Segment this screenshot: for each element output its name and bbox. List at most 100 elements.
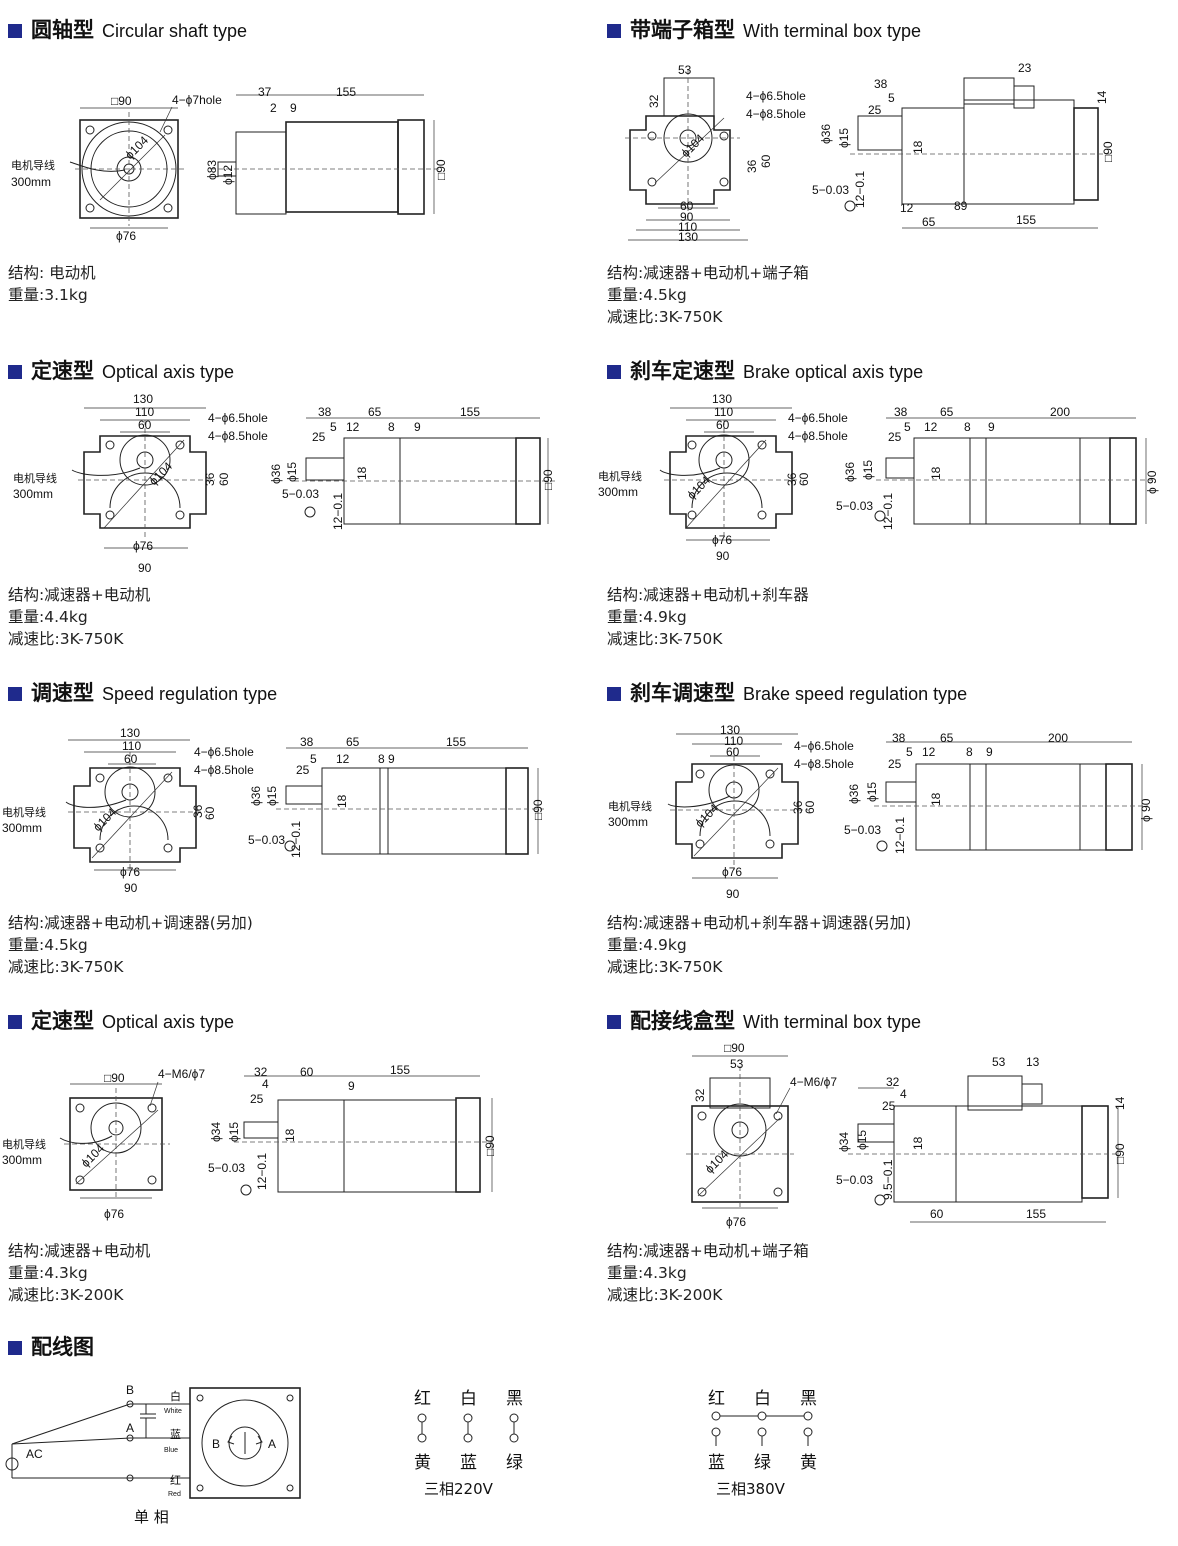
dim-90: 90 [726,887,740,901]
dim-32: 32 [693,1088,707,1102]
dim-130: 130 [133,392,153,406]
dim-4: 4 [262,1077,269,1091]
spec-info: 结构:减速器+电动机+端子箱 重量:4.5kg 减速比:3K-750K [607,264,809,326]
dim-hole: 4−ϕ7hole [172,93,222,107]
dim-8: 8 [388,420,395,434]
dim-65: 65 [346,735,360,749]
lead-length: 300mm [13,487,53,501]
dim-53: 53 [730,1057,744,1071]
dim-hole2: 4−ϕ8.5hole [208,429,268,443]
dim-18: 18 [929,792,943,806]
dim-18: 18 [335,794,349,808]
dim-key12: 12−0.1 [289,821,303,858]
wire-top-1: 红 [708,1389,725,1409]
section-title: 刹车定速型 Brake optical axis type [607,355,923,385]
dim-side: □90 [541,469,555,490]
wire-bottom-2: 蓝 [460,1453,477,1473]
dim-32: 32 [254,1065,268,1079]
dim-key12: 12−0.1 [255,1153,269,1190]
title-bullet [607,365,621,379]
dim-d104: ϕ104 [78,1141,107,1170]
dim-38: 38 [874,77,888,91]
title-bullet [8,687,22,701]
dim-hole1: 4−ϕ6.5hole [208,411,268,425]
three-phase-220-caption: 三相220V [424,1480,494,1498]
dim-hole: 4−M6/ϕ7 [158,1067,205,1081]
dim-36: 36 [785,472,799,486]
dim-side: □90 [483,1135,497,1156]
wiring-three-phase-380v: 红 白 黑 蓝 绿 黄 三相380V [708,1389,817,1498]
title-bullet [607,687,621,701]
dim-9: 9 [348,1079,355,1093]
dim-90: 90 [716,549,730,563]
dim-155: 155 [1026,1207,1046,1221]
wire-bottom-3: 黄 [800,1453,817,1473]
terminal-a: A [126,1421,134,1435]
dim-key5: 5−0.03 [844,823,881,837]
dim-side: □90 [531,799,545,820]
terminal-b: B [126,1383,134,1397]
wire-top-1: 红 [414,1389,431,1409]
spec-info: 结构:减速器+电动机 重量:4.4kg 减速比:3K-750K [8,586,151,648]
dim-5: 5 [904,420,911,434]
dim-8: 8 [964,420,971,434]
lead-length: 300mm [608,815,648,829]
wire-red: 红 [170,1474,181,1487]
wire-top-2: 白 [754,1389,771,1409]
dim-53: 53 [678,63,692,77]
dim-t53: 53 [992,1055,1006,1069]
title-bullet [607,1015,621,1029]
dim-d15: ϕ15 [837,128,851,148]
dim-d76: ϕ76 [712,533,732,547]
section-title: 刹车调速型 Brake speed regulation type [607,677,967,707]
dim-18: 18 [929,466,943,480]
dim-d36: ϕ36 [843,462,857,482]
dim-60b: 60 [797,472,811,486]
wiring-three-phase-220v: 红 白 黑 黄 蓝 绿 三相220V [414,1389,523,1498]
dim-2: 2 [270,101,277,115]
dim-8: 8 [966,745,973,759]
dim-89: 89 [954,199,968,213]
dim-d15: ϕ15 [861,460,875,480]
dim-155: 155 [1016,213,1036,227]
dim-12: 12 [922,745,936,759]
dim-18: 18 [283,1128,297,1142]
dim-hole2: 4−ϕ8.5hole [788,429,848,443]
dim-14: 14 [1095,90,1109,104]
lead-label: 电机导线 [608,799,652,813]
dim-200: 200 [1050,405,1070,419]
dim-key12: 12−0.1 [893,817,907,854]
dim-t13: 13 [1026,1055,1040,1069]
dim-36: 36 [203,472,217,486]
drawing-brake-optical: ϕ104 130 110 60 4−ϕ6.5hole 4−ϕ8.5hole 36… [598,392,1159,563]
dim-side: ϕ 90 [1145,470,1159,494]
dim-5: 5 [310,752,317,766]
dim-hole: 4−M6/ϕ7 [790,1075,837,1089]
dim-d104: ϕ104 [122,133,151,162]
spec-info: 结构:减速器+电动机+刹车器 重量:4.9kg 减速比:3K-750K [607,586,809,648]
dim-36: 36 [791,800,805,814]
wire-top-2: 白 [460,1389,477,1409]
dim-14: 14 [1113,1096,1127,1110]
wire-top-3: 黑 [800,1389,817,1409]
dim-square: □90 [111,94,132,108]
dim-25: 25 [250,1092,264,1106]
ac-label: AC [26,1447,43,1461]
spec-info: 结构:减速器+电动机 重量:4.3kg 减速比:3K-200K [8,1242,151,1304]
dim-b130: 130 [678,230,698,244]
section-title: 圆轴型 Circular shaft type [8,14,247,44]
section-title: 配接线盒型 With terminal box type [607,1005,921,1035]
dim-d36: ϕ36 [847,784,861,804]
dim-60: 60 [759,154,773,168]
dim-110: 110 [122,739,141,753]
spec-info: 结构:减速器+电动机+刹车器+调速器(另加) 重量:4.9kg 减速比:3K-7… [607,914,912,976]
section-title: 带端子箱型 With terminal box type [607,14,921,44]
dim-d15: ϕ15 [855,1130,869,1150]
dim-5: 5 [888,91,895,105]
dim-60: 60 [138,418,152,432]
dim-8: 8 [378,752,385,766]
dim-12: 12 [924,420,938,434]
dim-4: 4 [900,1087,907,1101]
dim-9: 9 [290,101,297,115]
dim-32: 32 [647,94,661,108]
